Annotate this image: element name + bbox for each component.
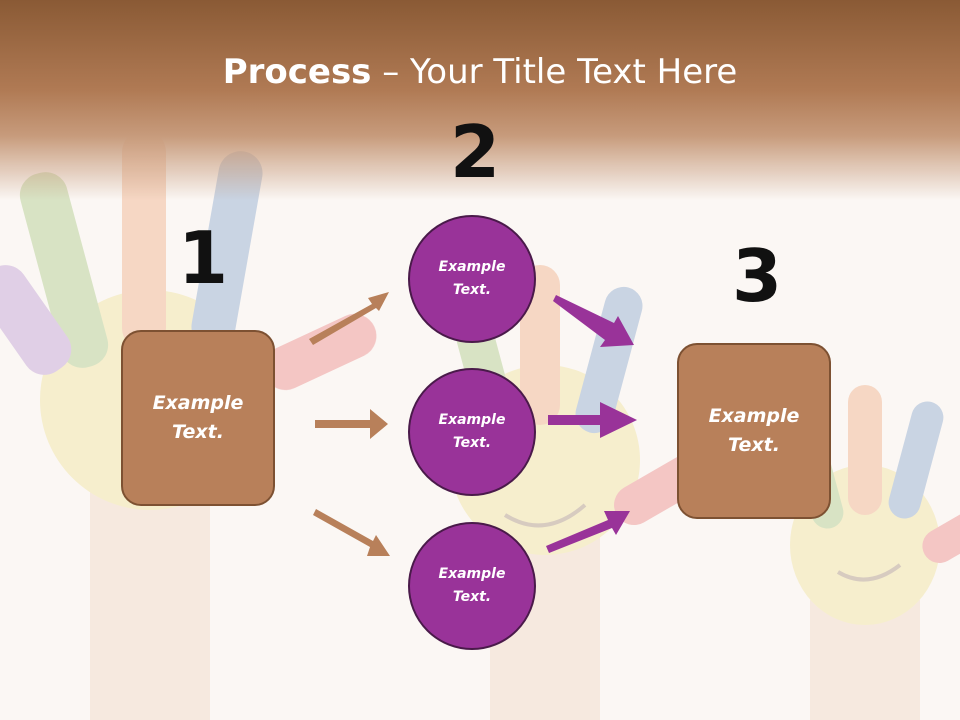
step-3-label-line1: Example — [708, 405, 800, 427]
circle-middle-label-line2: Text. — [452, 435, 492, 451]
step-1-label: Example Text. — [153, 389, 244, 447]
arrow-left-to-bottom — [313, 509, 390, 556]
step-3-label: Example Text. — [709, 402, 800, 460]
arrow-bottom-to-right — [546, 511, 630, 553]
step-number-2: 2 — [450, 110, 501, 194]
step-1-label-line2: Text. — [172, 421, 224, 443]
step-2-circle-bottom: Example Text. — [408, 522, 536, 650]
title-bold: Process — [222, 52, 372, 92]
circle-top-label-line2: Text. — [452, 282, 492, 298]
slide-title: Process – Your Title Text Here — [0, 52, 960, 92]
step-2-circle-middle: Example Text. — [408, 368, 536, 496]
arrow-middle-to-right — [548, 402, 637, 438]
step-3-box: Example Text. — [677, 343, 831, 519]
step-number-3: 3 — [732, 234, 783, 318]
title-rest: – Your Title Text Here — [371, 52, 738, 92]
step-1-box: Example Text. — [121, 330, 275, 506]
title-banner — [0, 0, 960, 200]
circle-bottom-label-line1: Example — [438, 566, 506, 582]
circle-bottom-label-line2: Text. — [452, 589, 492, 605]
arrow-top-to-right — [553, 295, 634, 347]
circle-middle-label: Example Text. — [439, 409, 506, 455]
circle-top-label: Example Text. — [439, 256, 506, 302]
step-1-label-line1: Example — [152, 392, 244, 414]
step-3-label-line2: Text. — [728, 434, 780, 456]
step-2-circle-top: Example Text. — [408, 215, 536, 343]
step-number-1: 1 — [178, 216, 229, 300]
arrow-left-to-middle — [315, 409, 388, 439]
arrow-left-to-top — [309, 292, 389, 345]
circle-middle-label-line1: Example — [438, 412, 506, 428]
circle-top-label-line1: Example — [438, 259, 506, 275]
circle-bottom-label: Example Text. — [439, 563, 506, 609]
